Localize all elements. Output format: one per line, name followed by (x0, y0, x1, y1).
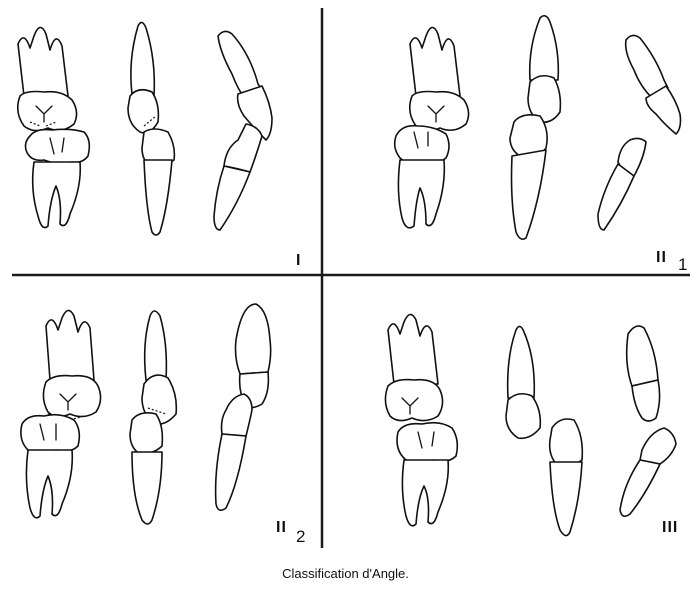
molar-pair (395, 27, 469, 227)
quadrant-subscript-2: 2 (296, 527, 305, 546)
canine-pair (130, 311, 176, 524)
quadrant-subscript-1: 1 (678, 255, 687, 274)
quadrant-label-ii: II (656, 249, 667, 266)
canine-pair (128, 22, 174, 235)
canine-pair (506, 326, 582, 535)
figure-caption: Classification d'Angle. (0, 566, 691, 581)
molar-pair (18, 27, 90, 227)
quadrant-class-i: I (18, 22, 302, 269)
molar-pair (385, 314, 457, 525)
incisor-pair (620, 326, 676, 516)
quadrant-label-iii: III (662, 519, 678, 536)
quadrant-class-ii-2: II 2 (21, 304, 306, 546)
canine-pair (510, 16, 560, 239)
incisor-pair (598, 35, 681, 230)
quadrant-class-iii: III (385, 314, 678, 536)
quadrant-label-ii: II (276, 519, 287, 536)
quadrant-label-i: I (296, 252, 301, 269)
incisor-pair (214, 31, 272, 230)
quadrant-class-ii-1: II 1 (395, 16, 688, 274)
incisor-pair (216, 304, 271, 510)
molar-pair (21, 310, 101, 517)
